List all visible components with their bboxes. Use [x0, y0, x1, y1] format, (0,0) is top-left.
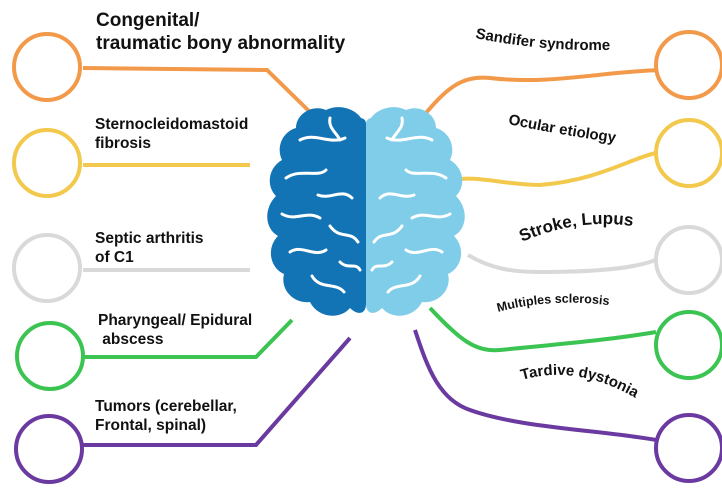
connector-line-congenital [83, 68, 312, 114]
label-congenital-line2: traumatic bony abnormality [96, 33, 345, 56]
label-congenital: Congenital/ traumatic bony abnormality [96, 10, 345, 56]
label-tumors-line2: Frontal, spinal) [95, 417, 237, 436]
label-tardive: Tardive dystonia [519, 362, 642, 402]
label-tumors-line1: Tumors (cerebellar, [95, 398, 237, 417]
circle-abscess [17, 323, 83, 389]
label-sandifer: Sandifer syndrome [474, 25, 610, 54]
label-stroke: Stroke, Lupus [516, 209, 634, 246]
label-tumors: Tumors (cerebellar, Frontal, spinal) [95, 398, 237, 435]
circle-ms [656, 312, 722, 378]
label-abscess: Pharyngeal/ Epidural abscess [98, 312, 252, 349]
connector-line-ms [430, 308, 656, 350]
brain-icon [267, 107, 465, 316]
circle-septic-arthritis [14, 235, 80, 301]
circle-congenital [14, 34, 80, 100]
circle-tardive [656, 415, 722, 481]
label-ocular: Ocular etiology [507, 111, 618, 146]
label-scm-line2: fibrosis [95, 135, 248, 154]
circle-tumors [16, 416, 82, 482]
label-septic-line2: of C1 [95, 249, 204, 268]
circle-stroke [656, 227, 722, 293]
label-scm-fibrosis: Sternocleidomastoid fibrosis [95, 116, 248, 153]
label-scm-line1: Sternocleidomastoid [95, 116, 248, 135]
label-abscess-line1: Pharyngeal/ Epidural [98, 312, 252, 331]
label-abscess-line2: abscess [98, 331, 252, 350]
connector-line-sandifer [420, 70, 660, 120]
label-septic-line1: Septic arthritis [95, 230, 204, 249]
circle-ocular [656, 120, 722, 186]
label-ms: Multiples sclerosis [495, 292, 610, 315]
label-septic-arthritis: Septic arthritis of C1 [95, 230, 204, 267]
connector-line-stroke [468, 255, 660, 272]
connector-line-ocular [428, 152, 660, 196]
circle-sandifer [656, 32, 722, 98]
circle-scm-fibrosis [14, 130, 80, 196]
label-congenital-line1: Congenital/ [96, 10, 345, 33]
